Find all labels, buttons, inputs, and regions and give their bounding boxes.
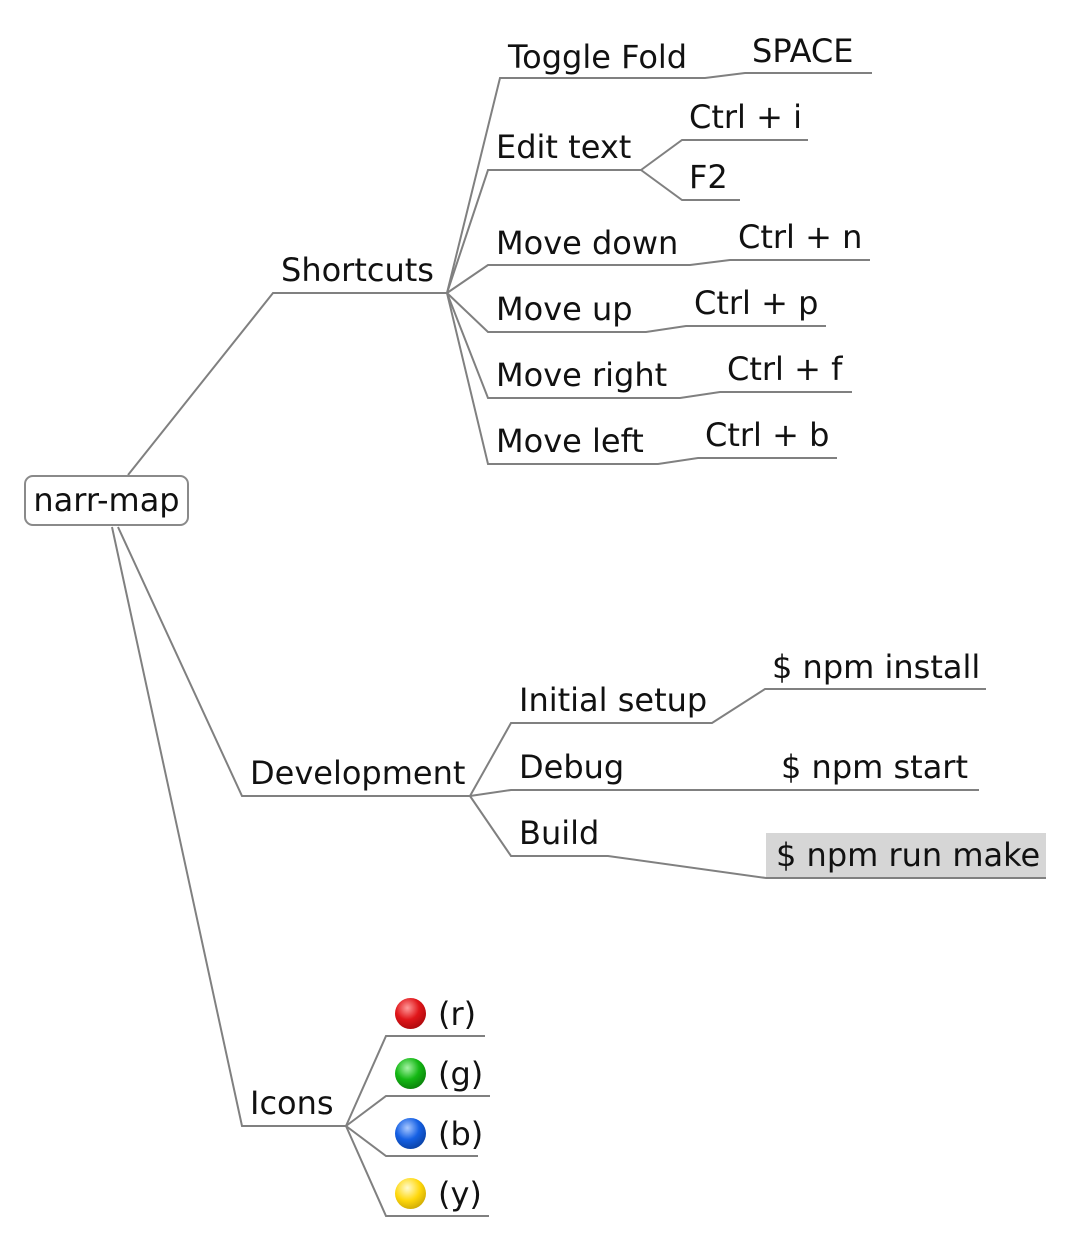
node-development[interactable]: Development [250,754,466,792]
node-icon-g[interactable]: (g) [438,1055,484,1093]
edge-move-up [446,292,826,333]
node-debug[interactable]: Debug [519,748,625,786]
yellow-circle-icon [395,1178,426,1209]
edge-toggle-fold [446,72,872,294]
edge-root-development [117,526,470,797]
edge-ctrl-i [640,139,808,171]
node-build[interactable]: Build [519,814,600,852]
node-move-left[interactable]: Move left [496,422,644,460]
edge-icon-b [345,1125,478,1157]
edge-icon-y [345,1125,489,1217]
node-icon-r[interactable]: (r) [438,995,477,1033]
node-move-down[interactable]: Move down [496,224,679,262]
edge-debug [469,789,979,797]
edge-move-down [446,259,870,294]
node-key-f2[interactable]: F2 [689,158,728,196]
node-key-space[interactable]: SPACE [752,32,854,70]
node-cmd-npm-install[interactable]: $ npm install [772,648,981,686]
node-icon-y[interactable]: (y) [438,1175,482,1213]
root-node[interactable]: narr-map [24,475,189,526]
node-key-ctrl-b[interactable]: Ctrl + b [705,416,830,454]
green-circle-icon [395,1058,426,1089]
node-icons[interactable]: Icons [250,1084,334,1122]
node-key-ctrl-i[interactable]: Ctrl + i [689,98,802,136]
edge-root-icons [111,526,346,1127]
node-move-right[interactable]: Move right [496,356,668,394]
edge-edit-text [446,169,641,294]
edge-root-shortcuts [127,292,447,476]
edge-icon-g [345,1095,490,1127]
edge-initial-setup [469,688,986,797]
node-cmd-npm-start[interactable]: $ npm start [781,748,968,786]
node-edit-text[interactable]: Edit text [496,128,632,166]
edge-build [469,795,1046,879]
node-key-ctrl-f[interactable]: Ctrl + f [727,350,843,388]
edge-f2 [640,169,740,201]
node-icon-b[interactable]: (b) [438,1115,484,1153]
edge-move-right [446,292,852,399]
node-move-up[interactable]: Move up [496,290,633,328]
node-initial-setup[interactable]: Initial setup [519,681,708,719]
node-cmd-npm-run-make-selected[interactable]: $ npm run make [766,833,1046,877]
edge-move-left [446,292,837,465]
edge-icon-r [345,1035,485,1127]
red-circle-icon [395,998,426,1029]
node-key-ctrl-p[interactable]: Ctrl + p [694,284,819,322]
node-shortcuts[interactable]: Shortcuts [281,251,434,289]
blue-circle-icon [395,1118,426,1149]
node-key-ctrl-n[interactable]: Ctrl + n [738,218,863,256]
node-toggle-fold[interactable]: Toggle Fold [508,38,688,76]
